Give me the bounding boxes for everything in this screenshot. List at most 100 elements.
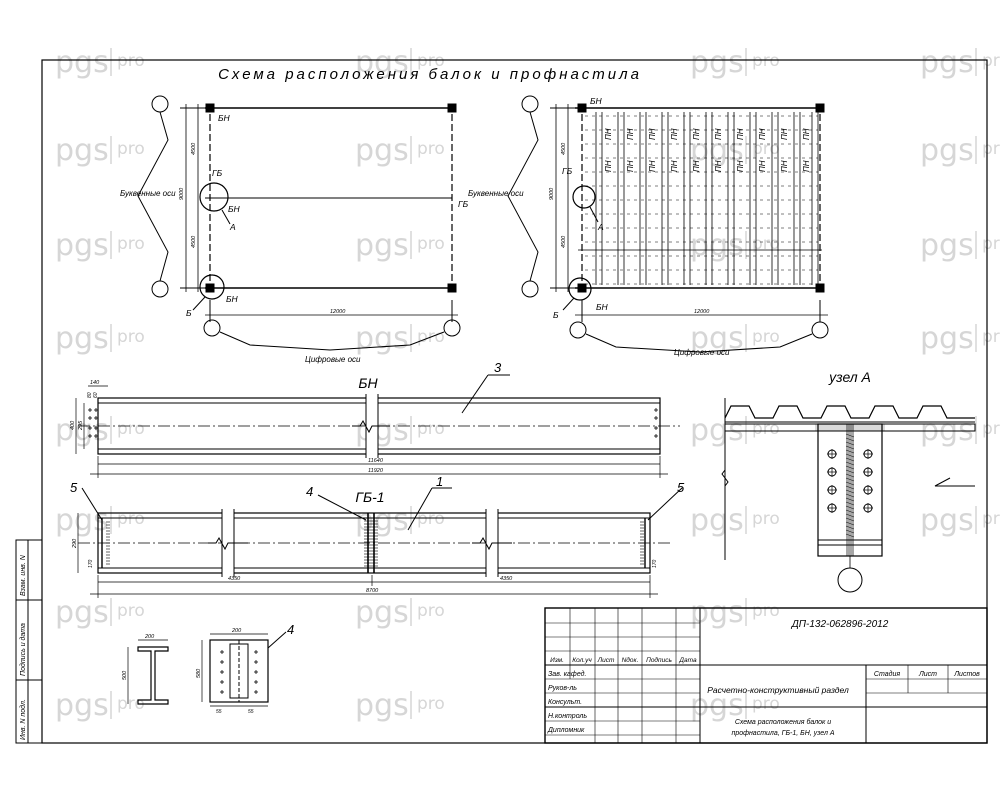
plan-left-letter-axes-leader	[137, 111, 169, 282]
plan-left-axis-bubble-bottom	[151, 280, 169, 298]
watermark-suffix: pro	[752, 51, 780, 71]
node-web-hatch	[845, 461, 855, 466]
watermark-suffix: pro	[117, 601, 145, 621]
deck-strip-label: ПН	[670, 160, 679, 172]
deck-strip-label: ПН	[714, 128, 723, 140]
section-1-dim-h: 500	[122, 670, 128, 680]
plan-right-label-node-a: А	[597, 222, 604, 232]
watermark-brand: pgs	[920, 228, 974, 263]
beam-gb-callout-4: 4	[306, 484, 313, 499]
watermark-suffix: pro	[117, 51, 145, 71]
plan-left-axis-bubble-left	[203, 319, 221, 337]
watermark-suffix: pro	[752, 694, 780, 714]
beam-bn-drawing	[75, 374, 680, 478]
watermark-suffix: pro	[417, 51, 445, 71]
section-2-leader-4	[267, 631, 287, 649]
section-2-dim-w: 200	[231, 628, 242, 634]
watermark-suffix: pro	[752, 509, 780, 529]
plan-left-digit-axes-leader	[219, 331, 445, 351]
watermark-suffix: pro	[117, 509, 145, 529]
plan-right-letter-axes-label: Буквенные оси	[468, 189, 524, 198]
watermark-brand: pgs	[690, 133, 744, 168]
section-1-profile	[137, 646, 169, 705]
deck-strip-label: ПН	[736, 128, 745, 140]
sheet-frame	[41, 59, 988, 744]
node-web-hatch	[845, 493, 855, 498]
tb-section-name: Расчетно-конструктивный раздел	[707, 685, 849, 695]
watermark-brand: pgs	[55, 321, 109, 356]
deck-strip-label: ПН	[626, 160, 635, 172]
plan-right-axis-bubble-left	[569, 321, 587, 339]
node-web-hatch	[845, 441, 855, 446]
plan-left-label-node-a: А	[229, 222, 236, 232]
node-web-hatch	[845, 453, 855, 458]
tb-header-cell: Лист	[597, 657, 615, 664]
tb-drawing-code: ДП-132-062896-2012	[791, 619, 889, 630]
left-margin-frame	[15, 539, 43, 744]
beam-bn-dim-overall: 11920	[368, 468, 384, 474]
node-web-hatch	[845, 513, 855, 518]
beam-gb-leader-1	[407, 487, 433, 531]
node-web-hatch	[845, 509, 855, 514]
tb-drawing-name-1: Схема расположения балок и	[735, 718, 831, 726]
watermark-suffix: pro	[417, 694, 445, 714]
beam-gb-leader-5b	[647, 487, 683, 521]
plan-left-label-gb-left: ГБ	[212, 168, 223, 178]
node-a-bolts	[827, 433, 873, 538]
beam-bn-callout-leader	[461, 374, 489, 414]
deck-strip-label: ПН	[736, 160, 745, 172]
beam-gb-drawing	[77, 487, 683, 598]
deck-strip-label: ПН	[670, 128, 679, 140]
tb-role-row: Н.контроль	[548, 713, 587, 720]
section-2-dim-h: 580	[196, 668, 202, 678]
plan-right-label-bn-top: БН	[590, 96, 603, 106]
left-margin-col2: Подпись и дата	[19, 623, 27, 676]
left-margin-stamp	[15, 539, 43, 744]
watermark-brand: pgs	[355, 413, 409, 448]
node-web-hatch	[845, 497, 855, 502]
watermark-suffix: pro	[117, 234, 145, 254]
tb-role-row: Руков-ль	[548, 685, 577, 692]
node-a-axis-bubble	[837, 567, 863, 593]
watermark-suffix: pro	[752, 601, 780, 621]
plan-right-dim-span: 12000	[694, 309, 710, 315]
plan-right-node-circle-a	[572, 185, 596, 209]
plan-left-label-bn-top: БН	[218, 113, 231, 123]
tb-sheets-header: Листов	[953, 671, 980, 678]
deck-strip-label: ПН	[648, 128, 657, 140]
plan-right-leader-a	[589, 206, 599, 223]
beam-gb-dim-h: 290	[72, 538, 78, 549]
beam-bn-dim-a: 80	[87, 392, 93, 398]
plan-left-dim-upper: 4500	[191, 142, 197, 155]
watermark-suffix: pro	[982, 51, 1000, 71]
node-web-hatch	[845, 437, 855, 442]
watermark-suffix: pro	[417, 419, 445, 439]
watermark-suffix: pro	[752, 327, 780, 347]
plan-right-digit-axes-label: Цифровые оси	[674, 348, 730, 357]
watermark-suffix: pro	[752, 234, 780, 254]
watermark-brand: pgs	[355, 45, 409, 80]
tb-header-cell: Nдок.	[622, 656, 639, 664]
deck-strip-label: ПН	[604, 160, 613, 172]
watermark-suffix: pro	[982, 509, 1000, 529]
watermark-brand: pgs	[55, 228, 109, 263]
title-block-frame	[544, 607, 988, 744]
plan-right-dim-total: 9000	[549, 187, 555, 200]
watermark-brand: pgs	[55, 45, 109, 80]
node-a-drawing	[721, 398, 976, 593]
node-web-hatch	[845, 465, 855, 470]
watermark-brand: pgs	[55, 133, 109, 168]
plan-left-digit-axes-label: Цифровые оси	[305, 355, 361, 364]
left-margin-col3: Инв. N подл.	[19, 699, 27, 740]
deck-strip-label: ПН	[648, 160, 657, 172]
watermark-suffix: pro	[417, 234, 445, 254]
node-web-hatch	[845, 469, 855, 474]
deck-strip-label: ПН	[758, 160, 767, 172]
section-2-web-plate	[229, 643, 249, 699]
section-2-bolts	[220, 650, 258, 694]
node-web-hatch	[845, 433, 855, 438]
tb-sheet-header: Лист	[918, 671, 937, 678]
watermark-brand: pgs	[355, 228, 409, 263]
node-web-hatch	[845, 477, 855, 482]
beam-gb-leader-4	[317, 494, 367, 521]
